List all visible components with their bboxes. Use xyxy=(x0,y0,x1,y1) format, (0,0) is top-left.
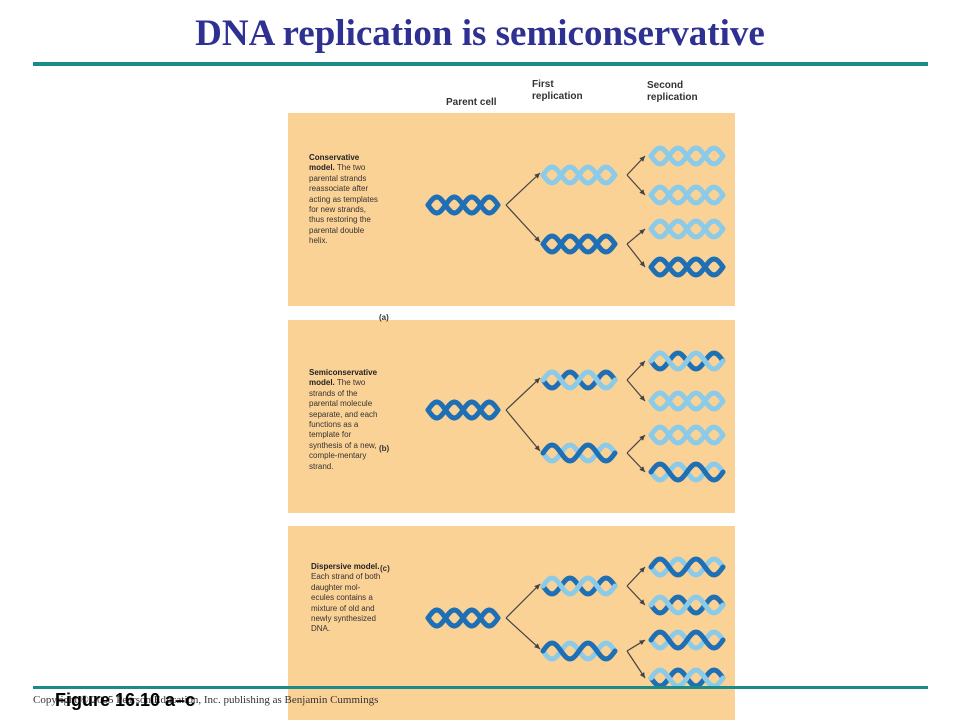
dna-strand xyxy=(648,390,726,412)
dna-strand xyxy=(648,556,726,578)
arrow-head xyxy=(534,173,540,179)
dna-strand xyxy=(648,461,726,483)
arrow-head xyxy=(639,261,645,267)
copyright-text: Copyright © 2005 Pearson Education, Inc.… xyxy=(33,694,379,706)
first-gen-helix-semiconservative xyxy=(540,442,618,464)
description-conservative: Conservative model. The two parental str… xyxy=(309,153,378,246)
arrow-head xyxy=(534,378,540,384)
first-gen-helix-conservative xyxy=(540,164,618,186)
dna-strand xyxy=(648,184,726,206)
first-gen-helix-conservative xyxy=(540,233,618,255)
second-gen-helix-semiconservative xyxy=(648,461,726,483)
dna-strand xyxy=(648,667,726,689)
parent-helix-dispersive xyxy=(425,607,501,629)
description-dispersive: Dispersive model. Each strand of both da… xyxy=(311,562,381,634)
dna-strand xyxy=(425,607,501,629)
parent-helix-semiconservative xyxy=(425,399,501,421)
first-gen-helix-dispersive xyxy=(540,640,618,662)
dna-strand xyxy=(425,194,501,216)
arrow-head xyxy=(639,229,645,235)
arrow-head xyxy=(639,466,645,472)
second-gen-helix-conservative xyxy=(648,218,726,240)
parent-helix-conservative xyxy=(425,194,501,216)
arrow-head xyxy=(639,567,645,573)
replication-arrow xyxy=(505,172,541,206)
description-semiconservative: Semiconservative model. The two strands … xyxy=(309,368,378,471)
dna-strand xyxy=(540,369,618,391)
dna-strand xyxy=(648,145,726,167)
arrow-head xyxy=(639,189,645,195)
dna-strand xyxy=(540,164,618,186)
header-second-replication: Second replication xyxy=(647,80,698,103)
slide-title: DNA replication is semiconservative xyxy=(195,13,765,54)
arrow-head xyxy=(639,361,645,367)
replication-arrow xyxy=(505,409,541,452)
second-gen-helix-semiconservative xyxy=(648,424,726,446)
replication-arrow xyxy=(505,617,541,650)
dna-strand xyxy=(648,218,726,240)
header-parent-cell: Parent cell xyxy=(446,97,497,108)
second-gen-helix-conservative xyxy=(648,184,726,206)
replication-arrow xyxy=(505,377,541,411)
dna-strand xyxy=(540,640,618,662)
footer-divider xyxy=(33,686,928,689)
second-gen-helix-dispersive xyxy=(648,594,726,616)
arrow-head xyxy=(534,445,540,451)
second-gen-helix-conservative xyxy=(648,145,726,167)
dna-strand xyxy=(648,594,726,616)
header-first-replication: First replication xyxy=(532,79,583,102)
second-gen-helix-semiconservative xyxy=(648,390,726,412)
replication-arrow xyxy=(505,204,541,243)
dna-strand xyxy=(540,575,618,597)
dna-strand xyxy=(648,424,726,446)
label-a: (a) xyxy=(379,313,389,322)
arrow-head xyxy=(639,640,645,645)
dna-strand xyxy=(648,256,726,278)
dna-strand xyxy=(425,399,501,421)
label-c: (c) xyxy=(380,564,390,573)
label-b: (b) xyxy=(379,444,390,453)
dna-strand xyxy=(648,350,726,372)
arrow-head xyxy=(639,395,645,401)
arrow-head xyxy=(639,156,645,162)
second-gen-helix-dispersive xyxy=(648,667,726,689)
figure-caption: Figure 16.10 a–c xyxy=(55,690,196,710)
replication-arrow xyxy=(505,583,541,619)
title-divider xyxy=(33,62,928,66)
arrow-head xyxy=(639,599,645,605)
second-gen-helix-conservative xyxy=(648,256,726,278)
dna-strand xyxy=(648,629,726,651)
replication-arrow xyxy=(626,650,646,679)
arrow-head xyxy=(534,643,540,649)
arrow-head xyxy=(639,435,645,441)
second-gen-helix-semiconservative xyxy=(648,350,726,372)
arrow-head xyxy=(534,584,540,590)
second-gen-helix-dispersive xyxy=(648,556,726,578)
second-gen-helix-dispersive xyxy=(648,629,726,651)
first-gen-helix-semiconservative xyxy=(540,369,618,391)
first-gen-helix-dispersive xyxy=(540,575,618,597)
arrow-head xyxy=(534,236,540,242)
dna-strand xyxy=(540,233,618,255)
arrow-head xyxy=(639,672,645,678)
dna-strand xyxy=(540,442,618,464)
